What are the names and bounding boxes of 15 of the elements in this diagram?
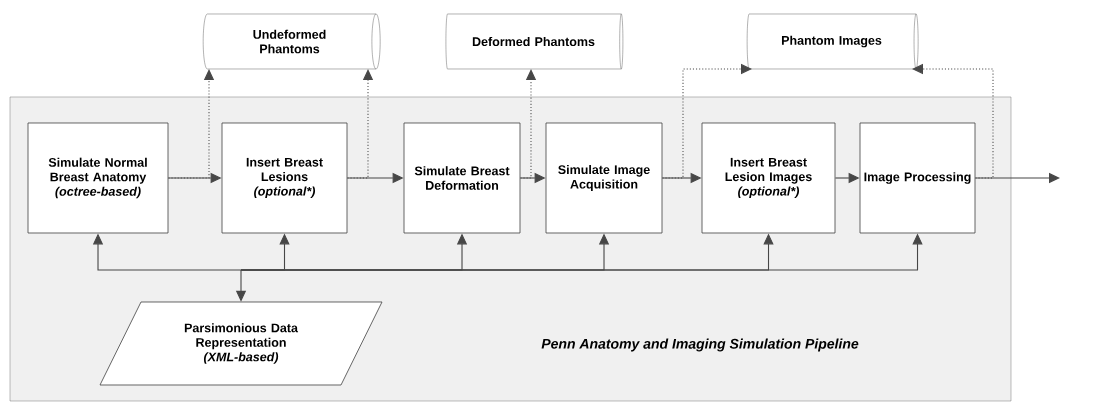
process-box: Insert Breast Lesions (optional*): [221, 122, 348, 234]
process-box: Simulate Image Acquisition: [545, 122, 663, 234]
data-parallelogram: Parsimonious Data Representation (XML-based): [99, 301, 383, 386]
process-box: Simulate Normal Breast Anatomy (octree-based): [27, 122, 169, 234]
process-box: Image Processing: [859, 122, 976, 234]
process-box: Insert Breast Lesion Images (optional*): [701, 122, 836, 234]
dotted-arrow: [519, 69, 536, 179]
storage-cylinder: Deformed Phantoms: [445, 13, 624, 70]
dotted-arrow: [661, 64, 752, 179]
storage-cylinder: Undeformed Phantoms: [202, 13, 381, 70]
dotted-arrow: [912, 64, 994, 179]
process-box: Simulate Breast Deformation: [403, 122, 521, 234]
storage-cylinder: Phantom Images: [746, 13, 919, 70]
dotted-arrow: [346, 69, 373, 179]
dotted-arrow: [167, 69, 214, 179]
